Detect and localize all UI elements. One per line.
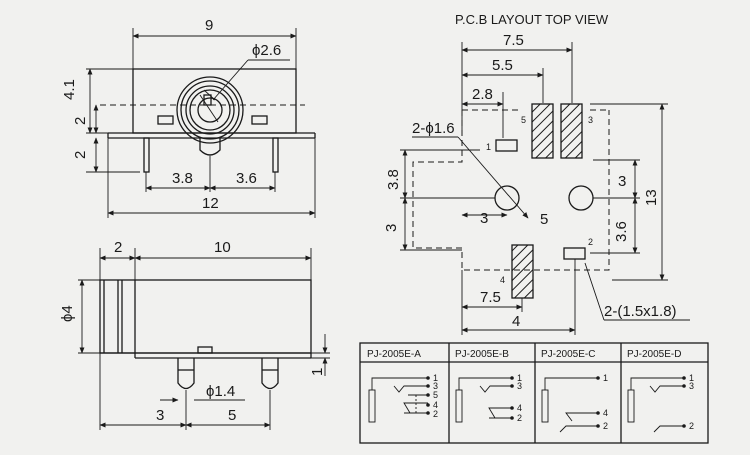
schematic-a-pin: 4: [433, 400, 438, 410]
pcb-pin-label-2: 2: [588, 237, 593, 247]
schematic-a-pin: 1: [433, 373, 438, 383]
front-pin-right: [272, 137, 279, 173]
pcb-dim-3-left: 3: [383, 224, 400, 232]
front-dim-36: 3.6: [236, 170, 257, 187]
front-dim-2a: 2: [72, 117, 89, 125]
schematic-c-pin: 1: [603, 373, 608, 383]
front-dim-9: 9: [205, 17, 213, 34]
side-dim-d4: ϕ4: [59, 305, 76, 322]
front-dim-38: 3.8: [172, 170, 193, 187]
front-dim-d26: ϕ2.6: [252, 42, 281, 59]
schematic-b-pin: 2: [517, 413, 522, 423]
pcb-layout-title: P.C.B LAYOUT TOP VIEW: [455, 12, 609, 27]
front-dim-2b: 2: [72, 151, 89, 159]
front-dim-41: 4.1: [61, 79, 78, 100]
schematic-d-pin: 2: [689, 421, 694, 431]
schematic-b-pin: 1: [517, 373, 522, 383]
pcb-hole-left: [494, 185, 520, 211]
side-dim-d14: ϕ1.4: [206, 383, 235, 400]
pcb-dim-pads: 2-(1.5x1.8): [604, 303, 677, 320]
side-pin-right: [261, 358, 279, 390]
pcb-outline: [412, 110, 610, 271]
pcb-dim-75-top: 7.5: [503, 32, 524, 49]
side-dim-3: 3: [156, 407, 164, 424]
pcb-dim-36: 3.6: [613, 221, 630, 242]
pcb-hole-right: [568, 185, 594, 211]
side-body: [99, 279, 312, 354]
pcb-pin-label-5: 5: [521, 115, 526, 125]
schematic-c: 1 4 2: [541, 373, 608, 433]
front-view: 9 ϕ2.6 4.1 2: [61, 17, 316, 218]
schematic-b-pin: 4: [517, 403, 522, 413]
side-dim-5: 5: [228, 407, 236, 424]
schematic-c-pin: 2: [603, 421, 608, 431]
schematic-table: PJ-2005E-A PJ-2005E-B PJ-2005E-C PJ-2005…: [359, 342, 709, 444]
pcb-dim-55: 5.5: [492, 57, 513, 74]
pcb-layout-view: P.C.B LAYOUT TOP VIEW 7.5 5.5 2.8 5 3 1 …: [383, 12, 690, 335]
pcb-slot-pin5: [531, 103, 554, 159]
side-dim-1: 1: [309, 368, 326, 376]
schematic-b-pin: 3: [517, 381, 522, 391]
pcb-dim-75-bottom: 7.5: [480, 289, 501, 306]
front-dim-12: 12: [202, 195, 219, 212]
pcb-slot-pin4: [511, 244, 534, 299]
jack-outer-ring: [176, 76, 244, 144]
schematic-a-pin: 3: [433, 381, 438, 391]
schematic-a: 1 3 5 4 2: [368, 373, 438, 423]
side-pin-left: [177, 358, 195, 390]
pcb-pad-pin2: [563, 247, 586, 260]
front-right-pad: [251, 115, 268, 125]
side-dim-10: 10: [214, 239, 231, 256]
pcb-pin-label-3: 3: [588, 115, 593, 125]
schematic-c-pin: 4: [603, 408, 608, 418]
pcb-dim-holes: 2-ϕ1.6: [412, 120, 455, 137]
schematic-d: 1 3 2: [627, 373, 694, 433]
jack-inner-hole: [197, 97, 223, 123]
pcb-slot-pin3: [560, 103, 583, 159]
side-view: 2 10 ϕ4 1 ϕ1.4: [59, 239, 330, 430]
pcb-pad-pin1: [495, 139, 518, 152]
pcb-dim-13: 13: [643, 189, 660, 206]
pcb-dim-5: 5: [540, 211, 548, 228]
pcb-dim-3-horiz: 3: [480, 210, 488, 227]
schematic-label-c: PJ-2005E-C: [541, 349, 595, 360]
pcb-pin-label-4: 4: [500, 275, 505, 285]
schematic-a-pin: 5: [433, 390, 438, 400]
schematic-a-pin: 2: [433, 409, 438, 419]
pcb-dim-4: 4: [512, 313, 520, 330]
schematic-d-pin: 3: [689, 381, 694, 391]
schematic-d-pin: 1: [689, 373, 694, 383]
front-left-pad: [157, 115, 174, 125]
pcb-dim-3-right: 3: [618, 173, 626, 190]
front-pin-left: [143, 137, 150, 173]
pcb-dim-38: 3.8: [385, 169, 402, 190]
pcb-dim-28: 2.8: [472, 86, 493, 103]
schematic-label-a: PJ-2005E-A: [367, 349, 421, 360]
side-dim-2: 2: [114, 239, 122, 256]
schematic-label-d: PJ-2005E-D: [627, 349, 681, 360]
pcb-pin-label-1: 1: [486, 142, 491, 152]
schematic-b: 1 3 4 2: [455, 373, 522, 423]
schematic-label-b: PJ-2005E-B: [455, 349, 509, 360]
